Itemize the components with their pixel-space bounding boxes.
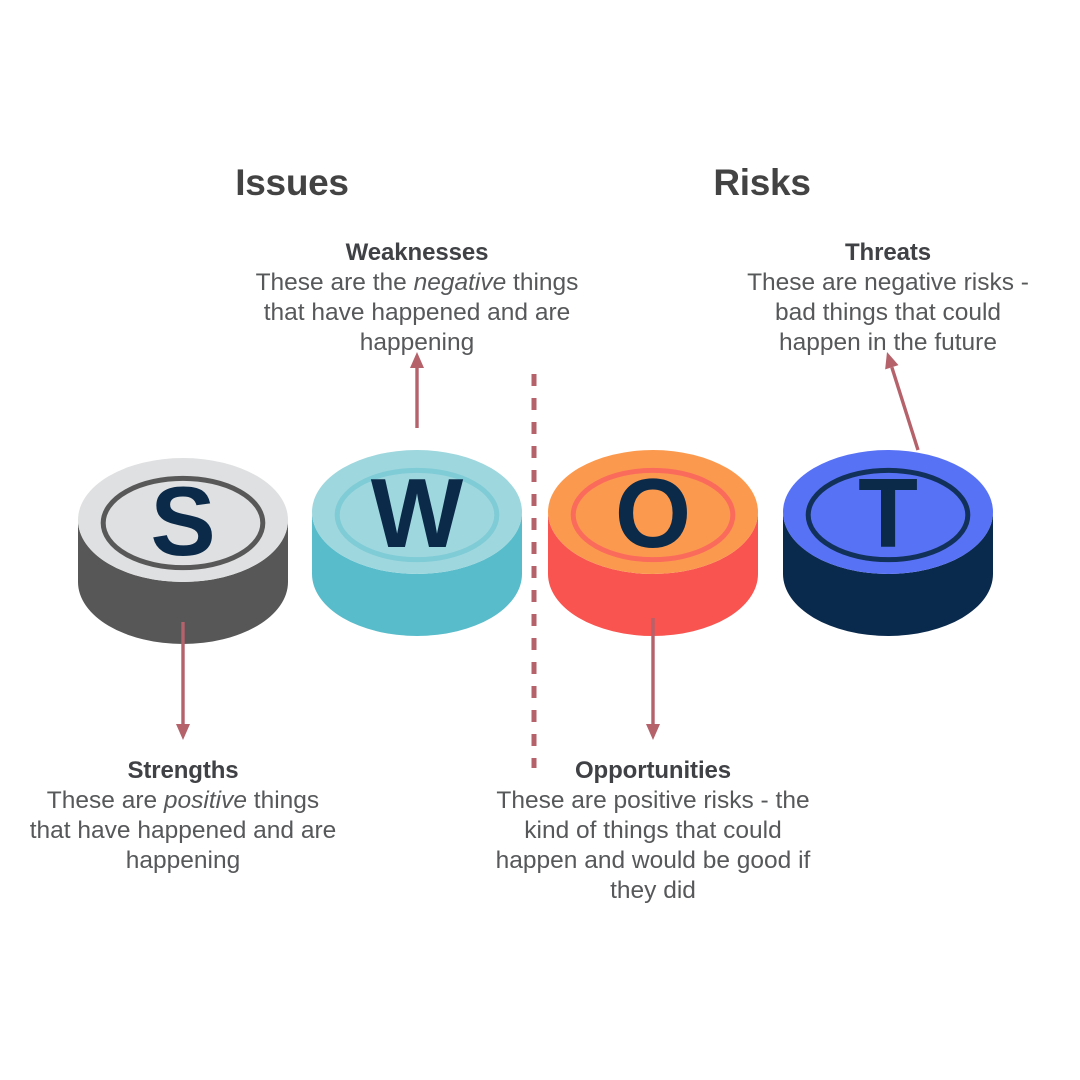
callout-threats-body: These are negative risks - bad things th…	[738, 268, 1038, 358]
callout-weaknesses-title: Weaknesses	[345, 239, 489, 266]
puck-letter-opportunities: O	[615, 458, 691, 568]
swot-puck-group	[78, 450, 993, 644]
puck-letter-threats: T	[858, 458, 918, 568]
threats-arrow-shaft	[890, 366, 920, 451]
threats-arrow-head	[885, 352, 899, 370]
callout-strengths-title: Strengths	[127, 757, 239, 784]
weaknesses-arrow	[410, 352, 424, 428]
opportunities-arrow-head	[646, 724, 660, 740]
puck-threats[interactable]	[783, 450, 993, 636]
threats-body-pre: These are negative risks - bad things th…	[747, 269, 1029, 356]
weaknesses-body-emphasis: negative	[413, 269, 507, 296]
strengths-arrow	[176, 622, 190, 740]
callout-threats-title: Threats	[845, 239, 931, 266]
puck-opportunities-inner-ring	[570, 467, 736, 563]
puck-threats-inner-ring	[805, 467, 971, 563]
heading-risks: Risks	[713, 162, 811, 203]
strengths-body-post: things that have happened and are happen…	[29, 787, 337, 874]
callout-opportunities-body: These are positive risks - the kind of t…	[483, 786, 823, 906]
callout-opportunities: Opportunities These are positive risks -…	[483, 756, 823, 906]
callout-weaknesses: Weaknesses These are the negative things…	[252, 238, 582, 358]
puck-strengths-inner-ring	[100, 475, 266, 571]
arrow-group	[176, 352, 920, 740]
puck-letter-weaknesses: W	[371, 458, 464, 568]
callout-opportunities-title: Opportunities	[574, 757, 732, 784]
weaknesses-body-post: things that have happened and are happen…	[263, 269, 579, 356]
heading-issues: Issues	[235, 162, 349, 203]
callout-strengths-body: These are positive things that have happ…	[23, 786, 343, 876]
puck-weaknesses[interactable]	[312, 450, 522, 636]
puck-opportunities[interactable]	[548, 450, 758, 636]
strengths-body-pre: These are	[46, 787, 164, 814]
callout-threats: Threats These are negative risks - bad t…	[738, 238, 1038, 358]
strengths-body-emphasis: positive	[163, 787, 247, 814]
threats-arrow	[885, 352, 920, 451]
callout-strengths: Strengths These are positive things that…	[23, 756, 343, 876]
weaknesses-arrow-head	[410, 352, 424, 368]
puck-strengths[interactable]	[78, 458, 288, 644]
opportunities-arrow	[646, 618, 660, 740]
puck-letter-strengths: S	[150, 466, 215, 576]
callout-weaknesses-body: These are the negative things that have …	[252, 268, 582, 358]
opportunities-body-pre: These are positive risks - the kind of t…	[495, 787, 811, 904]
weaknesses-body-pre: These are the	[255, 269, 414, 296]
puck-weaknesses-inner-ring	[334, 467, 500, 563]
strengths-arrow-head	[176, 724, 190, 740]
